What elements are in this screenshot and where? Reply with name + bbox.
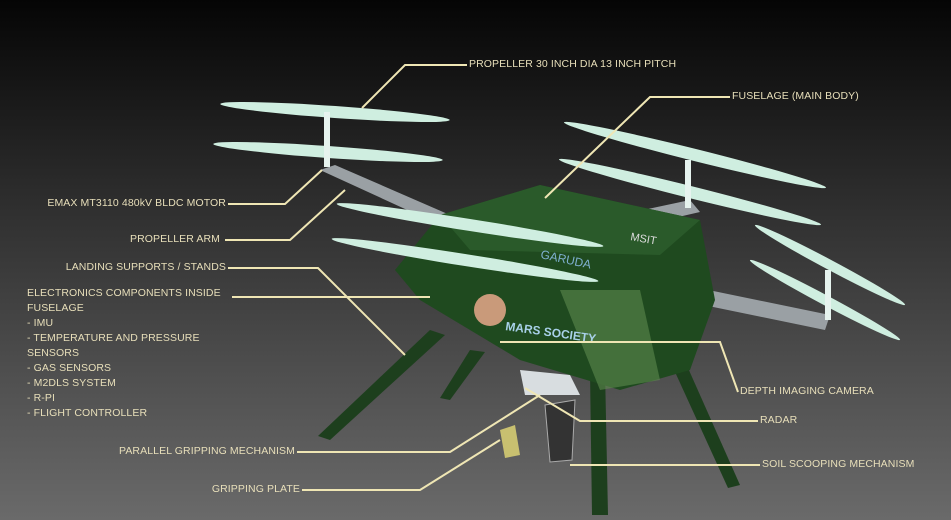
label-radar: RADAR [760, 414, 798, 426]
electronics-item: - IMU [27, 317, 54, 329]
label-motor: EMAX MT3110 480kV BLDC MOTOR [47, 197, 226, 209]
label-propeller: PROPELLER 30 INCH DIA 13 INCH PITCH [469, 58, 677, 70]
label-gripping-plate: GRIPPING PLATE [211, 483, 300, 495]
mars-society-logo [474, 294, 506, 326]
electronics-item: - GAS SENSORS [27, 362, 112, 374]
label-fuselage: FUSELAGE (MAIN BODY) [732, 90, 859, 102]
label-parallel-gripping: PARALLEL GRIPPING MECHANISM [119, 445, 295, 457]
label-landing-supports: LANDING SUPPORTS / STANDS [65, 261, 226, 273]
electronics-item: - TEMPERATURE AND PRESSURE SENSORS [27, 332, 200, 359]
leader-lines [225, 64, 760, 491]
electronics-item: - R-PI [27, 392, 56, 404]
label-electronics: ELECTRONICS COMPONENTS INSIDE FUSELAGE -… [27, 286, 237, 421]
electronics-item: - FLIGHT CONTROLLER [27, 407, 148, 419]
landing-legs [318, 330, 740, 515]
gripping-mechanism [500, 370, 580, 463]
label-depth-camera: DEPTH IMAGING CAMERA [740, 385, 874, 397]
fuselage: MARS SOCIETY GARUDA MSIT [395, 185, 715, 390]
label-soil-scooping: SOIL SCOOPING MECHANISM [762, 458, 915, 470]
gripping-plate [500, 425, 520, 458]
propellers [213, 101, 906, 341]
label-propeller-arm: PROPELLER ARM [130, 233, 220, 245]
svg-text:MSIT: MSIT [629, 231, 657, 247]
electronics-item: - M2DLS SYSTEM [27, 377, 116, 389]
electronics-title: ELECTRONICS COMPONENTS INSIDE FUSELAGE [27, 287, 221, 314]
